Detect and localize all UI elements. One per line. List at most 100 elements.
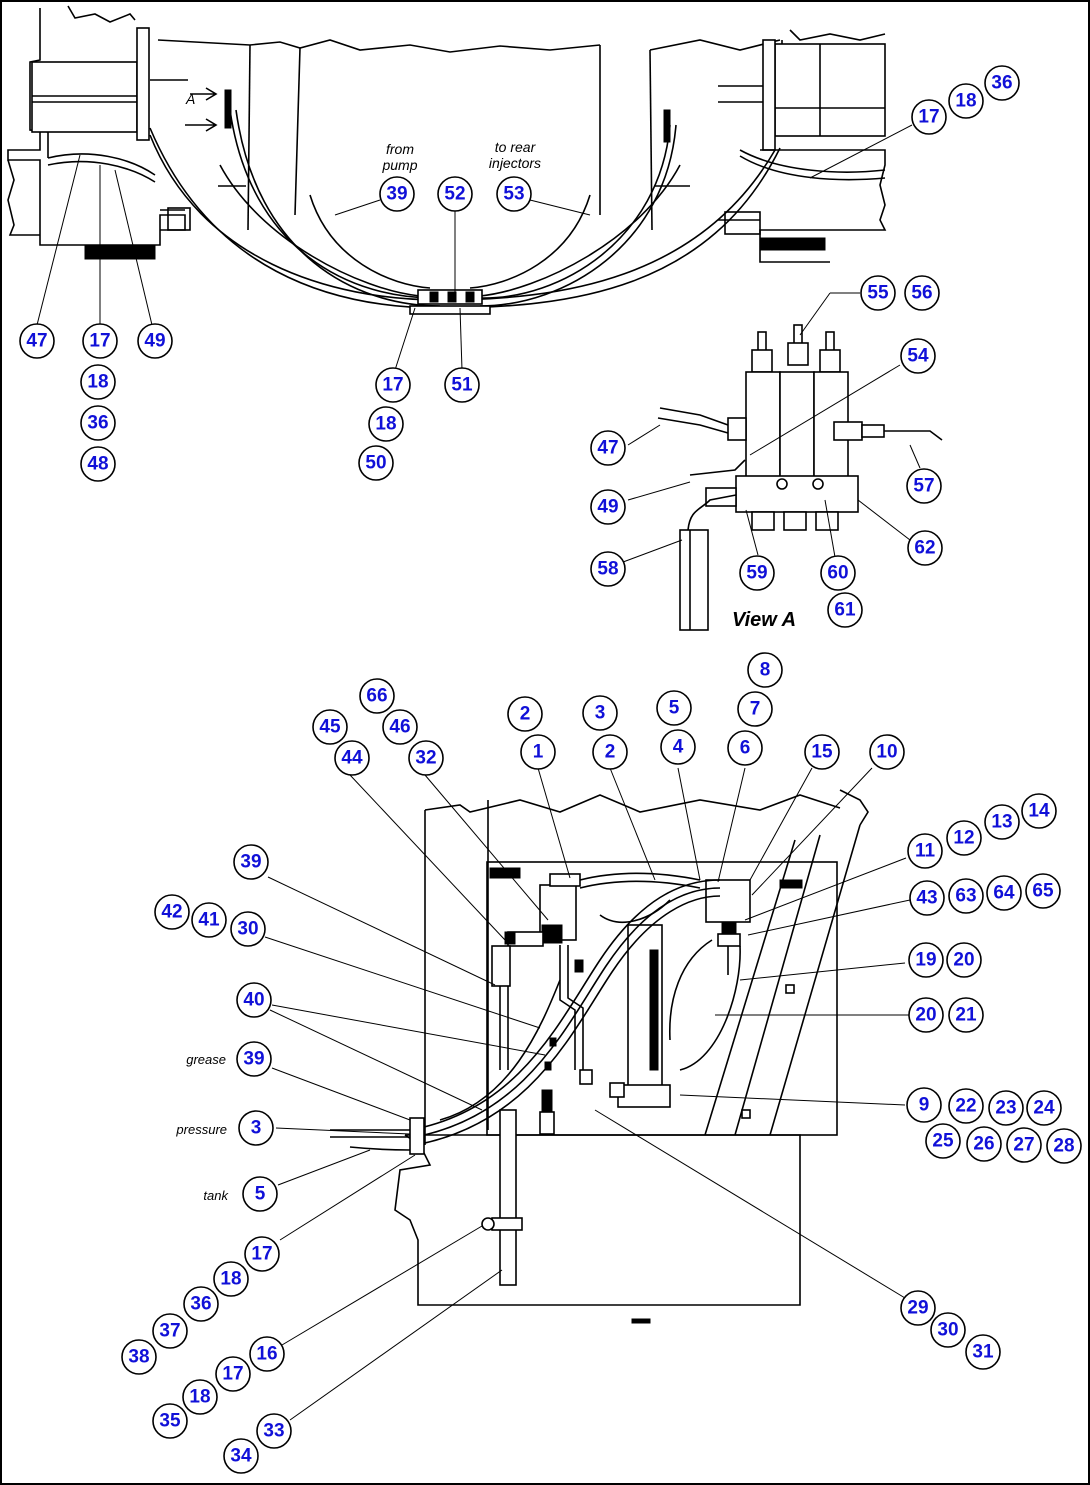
svg-text:50: 50 bbox=[365, 453, 386, 474]
callout-3-pressure: 3 bbox=[238, 1110, 274, 1146]
svg-text:20: 20 bbox=[953, 950, 974, 971]
callout-42: 42 bbox=[154, 894, 190, 930]
svg-text:2: 2 bbox=[520, 704, 531, 725]
callout-35: 35 bbox=[152, 1403, 188, 1439]
svg-text:17: 17 bbox=[222, 1364, 243, 1385]
callout-30-left: 30 bbox=[230, 911, 266, 947]
callout-45: 45 bbox=[312, 709, 348, 745]
callout-39-top: 39 bbox=[379, 176, 415, 212]
svg-text:5: 5 bbox=[255, 1184, 266, 1205]
svg-text:64: 64 bbox=[993, 883, 1015, 904]
svg-text:17: 17 bbox=[382, 375, 403, 396]
svg-text:45: 45 bbox=[319, 717, 341, 738]
callout-59: 59 bbox=[739, 555, 775, 591]
svg-text:3: 3 bbox=[251, 1118, 262, 1139]
callout-7: 7 bbox=[737, 691, 773, 727]
svg-text:43: 43 bbox=[916, 888, 937, 909]
svg-text:3: 3 bbox=[595, 703, 606, 724]
callout-27: 27 bbox=[1006, 1127, 1042, 1163]
svg-text:10: 10 bbox=[876, 742, 897, 763]
svg-text:7: 7 bbox=[750, 699, 761, 720]
svg-text:58: 58 bbox=[597, 559, 618, 580]
svg-text:18: 18 bbox=[220, 1269, 241, 1290]
svg-text:14: 14 bbox=[1028, 801, 1050, 822]
svg-text:49: 49 bbox=[597, 497, 618, 518]
svg-text:20: 20 bbox=[915, 1005, 936, 1026]
svg-text:36: 36 bbox=[991, 73, 1012, 94]
callout-53: 53 bbox=[496, 176, 532, 212]
callout-41: 41 bbox=[191, 902, 227, 938]
svg-text:55: 55 bbox=[867, 283, 889, 304]
view-a-drawing bbox=[657, 324, 943, 631]
callout-17-right: 17 bbox=[911, 99, 947, 135]
callout-32: 32 bbox=[408, 740, 444, 776]
tank-label: tank bbox=[203, 1188, 229, 1203]
callout-51: 51 bbox=[444, 367, 480, 403]
callout-36-top: 36 bbox=[80, 405, 116, 441]
callout-29: 29 bbox=[900, 1290, 936, 1326]
callout-5-tank: 5 bbox=[242, 1176, 278, 1212]
callouts: 47 17 49 18 36 48 39 52 53 17 51 18 50 1… bbox=[19, 65, 1082, 1474]
callout-43: 43 bbox=[909, 880, 945, 916]
from-label: from bbox=[386, 141, 414, 157]
callout-20-a: 20 bbox=[946, 942, 982, 978]
svg-text:57: 57 bbox=[913, 476, 934, 497]
svg-text:34: 34 bbox=[230, 1446, 252, 1467]
top-axle-drawing: A bbox=[7, 5, 887, 315]
callout-20-b: 20 bbox=[908, 997, 944, 1033]
callout-36-right: 36 bbox=[984, 65, 1020, 101]
callout-9: 9 bbox=[906, 1087, 942, 1123]
callout-64: 64 bbox=[986, 875, 1022, 911]
svg-text:39: 39 bbox=[240, 852, 261, 873]
leader-lines bbox=[36, 124, 921, 1421]
pump-label: pump bbox=[381, 157, 417, 173]
callout-36-bottom: 36 bbox=[183, 1286, 219, 1322]
callout-3-top: 3 bbox=[582, 695, 618, 731]
callout-44: 44 bbox=[334, 740, 370, 776]
svg-text:65: 65 bbox=[1032, 881, 1054, 902]
callout-66: 66 bbox=[359, 678, 395, 714]
svg-text:31: 31 bbox=[972, 1342, 994, 1363]
callout-39-bottom-a: 39 bbox=[233, 844, 269, 880]
svg-text:17: 17 bbox=[918, 107, 939, 128]
svg-text:17: 17 bbox=[251, 1244, 272, 1265]
callout-60: 60 bbox=[820, 555, 856, 591]
callout-23: 23 bbox=[988, 1090, 1024, 1126]
svg-text:42: 42 bbox=[161, 902, 182, 923]
callout-39-bottom-b: 39 bbox=[236, 1041, 272, 1077]
svg-text:28: 28 bbox=[1053, 1136, 1074, 1157]
callout-2-b: 2 bbox=[592, 734, 628, 770]
callout-8: 8 bbox=[747, 652, 783, 688]
callout-14: 14 bbox=[1021, 793, 1057, 829]
svg-text:19: 19 bbox=[915, 950, 936, 971]
callout-17-mid: 17 bbox=[375, 367, 411, 403]
callout-12: 12 bbox=[946, 820, 982, 856]
svg-text:33: 33 bbox=[263, 1421, 284, 1442]
svg-text:24: 24 bbox=[1033, 1098, 1055, 1119]
callout-17-bottom-b: 17 bbox=[215, 1356, 251, 1392]
svg-text:4: 4 bbox=[673, 737, 684, 758]
svg-text:25: 25 bbox=[932, 1131, 954, 1152]
callout-2-a: 2 bbox=[507, 696, 543, 732]
svg-text:62: 62 bbox=[914, 538, 935, 559]
svg-text:46: 46 bbox=[389, 717, 410, 738]
callout-22: 22 bbox=[948, 1088, 984, 1124]
svg-text:49: 49 bbox=[144, 331, 165, 352]
callout-50: 50 bbox=[358, 445, 394, 481]
svg-text:8: 8 bbox=[760, 660, 771, 681]
callout-13: 13 bbox=[984, 804, 1020, 840]
callout-33: 33 bbox=[256, 1413, 292, 1449]
callout-49-top: 49 bbox=[137, 323, 173, 359]
svg-text:39: 39 bbox=[243, 1049, 264, 1070]
callout-18-right: 18 bbox=[948, 83, 984, 119]
svg-text:18: 18 bbox=[955, 91, 976, 112]
callout-65: 65 bbox=[1025, 873, 1061, 909]
callout-49-viewa: 49 bbox=[590, 489, 626, 525]
callout-57: 57 bbox=[906, 468, 942, 504]
grease-label: grease bbox=[186, 1052, 226, 1067]
callout-11: 11 bbox=[907, 833, 943, 869]
svg-text:5: 5 bbox=[669, 698, 680, 719]
svg-text:40: 40 bbox=[243, 990, 264, 1011]
